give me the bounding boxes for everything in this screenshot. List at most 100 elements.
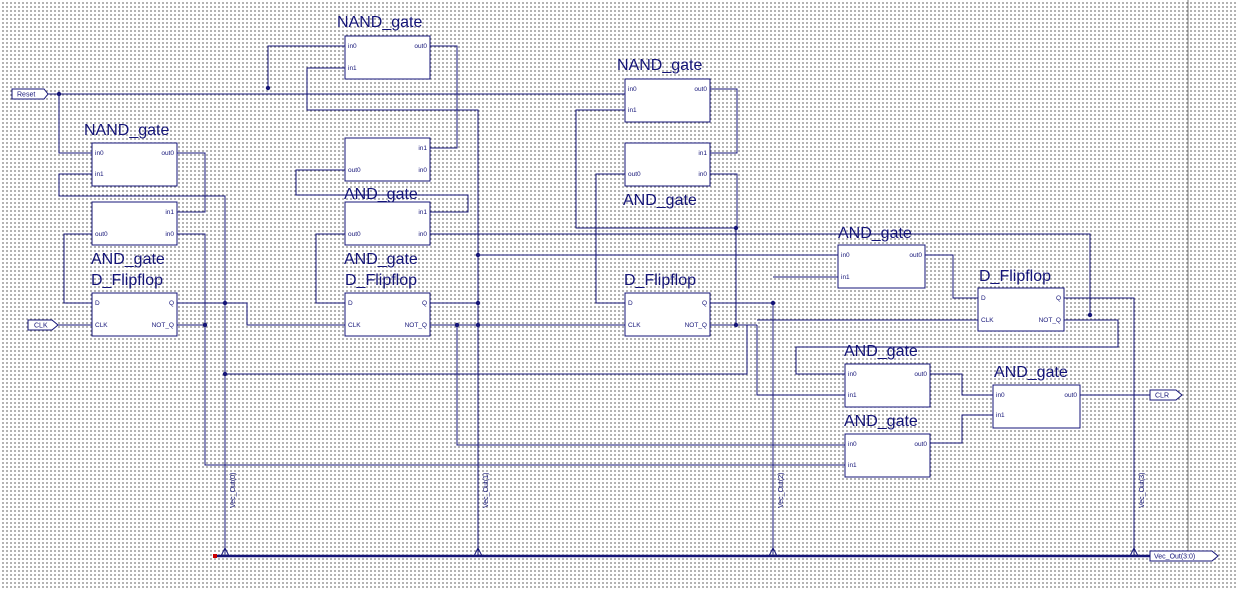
pin-not-q: NOT_Q (152, 322, 174, 329)
pin-not-q: NOT_Q (685, 322, 707, 329)
pin-in1: in1 (848, 392, 857, 399)
wire (1064, 297, 1135, 556)
pin-out0: out0 (95, 231, 108, 238)
wire (177, 152, 206, 213)
d-flipflop-1[interactable]: D_Flipflop D CLK Q NOT_Q (91, 272, 178, 337)
pin-out0: out0 (1064, 392, 1077, 399)
and-gate-6[interactable]: AND_gate in0 in1 out0 (844, 343, 931, 408)
wire (430, 233, 1091, 315)
clk-port[interactable]: CLK (27, 319, 59, 331)
pin-in0: in0 (165, 231, 174, 238)
and-gate-1-title: AND_gate (91, 251, 165, 268)
pin-q: Q (422, 300, 427, 307)
nand-gate-1-title: NAND_gate (84, 122, 169, 139)
bus-rippers (220, 546, 1139, 557)
pin-out0: out0 (694, 86, 707, 93)
wire (930, 414, 993, 444)
and-gate-6-title: AND_gate (844, 343, 918, 360)
pin-out0: out0 (348, 167, 361, 174)
junction-dots (56, 85, 1093, 377)
pin-d: D (348, 300, 353, 307)
wire (925, 254, 978, 299)
and-gate-5-title: AND_gate (838, 225, 912, 242)
vec-out-port-label: Vec_Out(3:0) (1154, 554, 1195, 561)
nand-gate-1[interactable]: NAND_gate in0 in1 out0 (84, 122, 178, 187)
wire (58, 173, 226, 556)
wire (710, 302, 774, 556)
pin-in0: in0 (95, 150, 104, 157)
wire (710, 173, 738, 228)
vec-out-port[interactable]: Vec_Out(3:0) (1149, 550, 1219, 562)
pin-out0: out0 (161, 150, 174, 157)
pin-in1: in1 (95, 171, 104, 178)
clr-port[interactable]: CLR (1149, 389, 1183, 401)
pin-in1: in1 (628, 107, 637, 114)
wire (430, 45, 458, 149)
wire (710, 88, 738, 154)
pin-in0: in0 (848, 371, 857, 378)
pin-out0: out0 (914, 441, 927, 448)
wire (177, 302, 345, 326)
and-gate-2-title: AND_gate (344, 186, 418, 203)
pin-not-q: NOT_Q (405, 322, 427, 329)
nand-gate-2[interactable]: NAND_gate in0 in1 out0 (337, 14, 431, 80)
wire (595, 173, 625, 304)
and-gate-7[interactable]: AND_gate in0 in1 out0 (844, 413, 931, 478)
and-gate-5[interactable]: AND_gate in0 in1 out0 (837, 225, 926, 289)
and-gate-3-title: AND_gate (344, 251, 418, 268)
d-flipflop-2[interactable]: D_Flipflop D CLK Q NOT_Q (344, 272, 431, 337)
pin-d: D (95, 300, 100, 307)
pin-clk: CLK (981, 317, 994, 324)
wire (306, 67, 479, 556)
wire (795, 319, 1119, 375)
clk-port-label: CLK (34, 323, 48, 330)
pin-in1: in1 (698, 150, 707, 157)
nand-gate-2-title: NAND_gate (337, 14, 422, 31)
pin-in1: in1 (348, 65, 357, 72)
pin-not-q: NOT_Q (1039, 317, 1061, 324)
pin-in1: in1 (996, 412, 1005, 419)
d-flipflop-4[interactable]: D_Flipflop D CLK Q NOT_Q (977, 268, 1065, 332)
and-gate-2[interactable]: out0 in1 in0 AND_gate (344, 137, 431, 203)
pin-clk: CLK (95, 322, 108, 329)
d-flipflop-3-title: D_Flipflop (624, 272, 696, 289)
pin-in1: in1 (418, 145, 427, 152)
pin-out0: out0 (909, 252, 922, 259)
clr-port-label: CLR (1155, 393, 1169, 400)
d-flipflop-3[interactable]: D_Flipflop D CLK Q NOT_Q (624, 272, 711, 337)
nand-gate-3[interactable]: NAND_gate in0 in1 out0 (617, 57, 711, 123)
bus-start-marker (213, 554, 217, 558)
wire (63, 233, 92, 304)
pin-clk: CLK (348, 322, 361, 329)
and-gate-3[interactable]: out0 in1 in0 AND_gate (344, 201, 431, 268)
pin-in1: in1 (165, 209, 174, 216)
pin-q: Q (702, 300, 707, 307)
pin-in1: in1 (418, 209, 427, 216)
reset-port[interactable]: Reset (11, 88, 49, 100)
pin-in0: in0 (418, 167, 427, 174)
pin-in0: in0 (996, 392, 1005, 399)
d-flipflop-4-title: D_Flipflop (979, 268, 1051, 285)
pin-out0: out0 (414, 43, 427, 50)
wire (225, 325, 748, 375)
and-gate-4-title: AND_gate (623, 192, 697, 209)
wire (930, 373, 993, 396)
wire (295, 169, 469, 213)
pin-in1: in1 (841, 274, 850, 281)
wire (177, 233, 845, 466)
d-flipflop-1-title: D_Flipflop (91, 272, 163, 289)
and-gate-1[interactable]: out0 in1 in0 AND_gate (91, 201, 178, 268)
pin-out0: out0 (628, 171, 641, 178)
pin-out0: out0 (348, 231, 361, 238)
net-label-vec-out-2: Vec_Out(2) (778, 473, 785, 508)
and-gate-8[interactable]: AND_gate in0 in1 out0 (992, 364, 1081, 429)
pin-out0: out0 (914, 371, 927, 378)
wire (575, 109, 737, 325)
and-gate-4[interactable]: out0 in1 in0 AND_gate (623, 142, 711, 209)
pin-d: D (628, 300, 633, 307)
pin-clk: CLK (628, 322, 641, 329)
pin-in0: in0 (848, 441, 857, 448)
wire (456, 325, 845, 446)
